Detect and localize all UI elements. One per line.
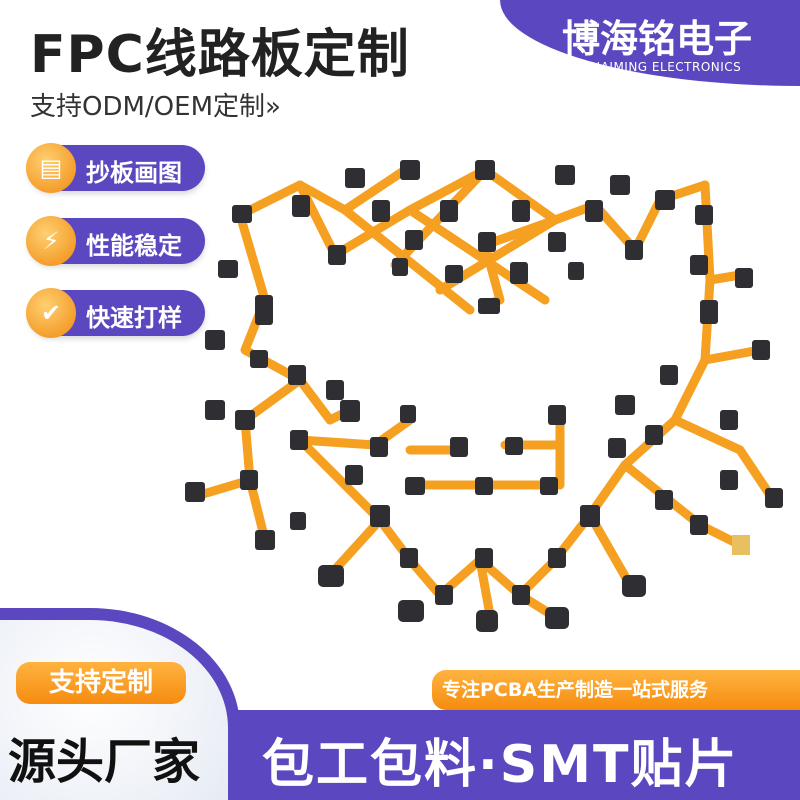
feature-label: 快速打样 bbox=[86, 304, 182, 332]
feature-label: 抄板画图 bbox=[86, 159, 182, 187]
subtitle: 支持ODM/OEM定制» bbox=[30, 92, 281, 122]
page-title: FPC线路板定制 bbox=[30, 25, 410, 85]
factory-label: 源头厂家 bbox=[8, 734, 201, 790]
feature-pill-stable: ⚡ 性能稳定 bbox=[26, 216, 205, 266]
service-badge: 专注PCBA生产制造一站式服务 bbox=[432, 670, 800, 710]
lightning-icon: ⚡ bbox=[26, 216, 76, 266]
document-gear-icon: ▤ bbox=[26, 143, 76, 193]
custom-badge: 支持定制 bbox=[16, 662, 186, 704]
bottom-band bbox=[235, 710, 800, 800]
brand-name-cn: 博海铭电子 bbox=[561, 17, 752, 61]
feature-label: 性能稳定 bbox=[86, 232, 182, 260]
shield-check-icon: ✔ bbox=[26, 288, 76, 338]
brand-name-en: BOHAIMING ELECTRONICS bbox=[572, 60, 742, 74]
feature-pill-drawing: ▤ 抄板画图 bbox=[26, 143, 205, 193]
feature-pill-sample: ✔ 快速打样 bbox=[26, 288, 205, 338]
slogan: 包工包料·SMT贴片 bbox=[262, 735, 739, 795]
